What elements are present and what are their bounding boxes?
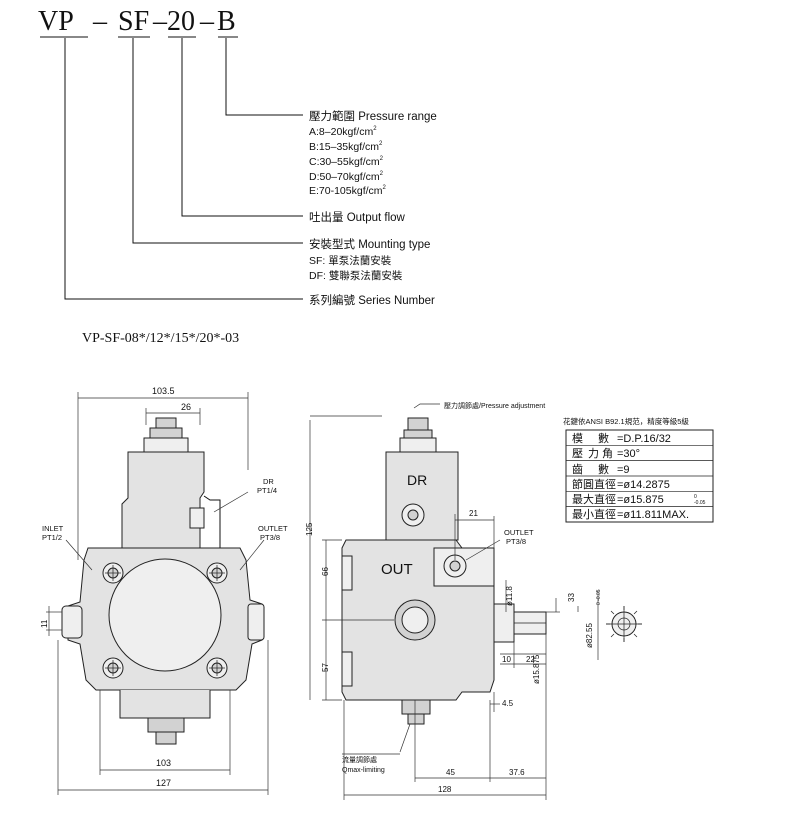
pressure-item-b-sup: 2 [379, 141, 383, 147]
mounting-item-sf: SF: 單泵法蘭安裝 [309, 254, 392, 267]
dim-82-55-tol: 0 -0.05 [596, 589, 602, 605]
dim-10: 10 [502, 655, 511, 664]
spline-row-5-c: =ø15.875 [617, 494, 664, 506]
dim-37-6: 37.6 [509, 768, 525, 777]
pressure-item-e-sup: 2 [383, 185, 387, 191]
svg-text:C:30–55kgf/cm2: C:30–55kgf/cm2 [309, 156, 384, 168]
inlet-thread: PT1/2 [42, 533, 62, 542]
outlet-thread-front: PT3/8 [260, 533, 280, 542]
dim-82-55: ø82.55 [585, 623, 594, 648]
outlet-thread-side: PT3/8 [506, 537, 526, 546]
spline-table: 花鍵依ANSI B92.1規范，精度等級5級 模 數 =D.P.16/32 壓 … [563, 416, 714, 523]
spline-max-dia-tol-bottom: -0.05 [694, 500, 706, 506]
code-flow: 20 [167, 6, 195, 37]
pressure-item-d-sup: 2 [380, 171, 384, 177]
code-prefix: VP [38, 6, 74, 37]
code-mount: SF [118, 6, 149, 37]
out-mark: OUT [381, 561, 413, 578]
dim-57: 57 [321, 663, 330, 672]
spline-row-1-a: 模 [572, 432, 583, 445]
dim-22: 22 [526, 655, 535, 664]
output-flow-title: 吐出量 Output flow [309, 210, 406, 224]
code-pressure: B [217, 6, 236, 37]
pressure-item-a: A:8–20kgf/cm [309, 126, 373, 138]
bolt-group [102, 562, 228, 679]
code-leaders [64, 38, 303, 300]
svg-text:B:15–35kgf/cm2: B:15–35kgf/cm2 [309, 141, 383, 153]
dim-128: 128 [438, 785, 452, 794]
spline-row-4-a: 節圓直徑 [572, 477, 616, 491]
spline-row-1-c: =D.P.16/32 [617, 433, 671, 445]
dim-45: 45 [446, 768, 455, 777]
spline-row-3-b: 數 [598, 463, 609, 476]
front-view: 103.5 26 DR PT1/4 11 [40, 386, 288, 795]
dim-26: 26 [181, 402, 191, 412]
dim-33: 33 [567, 593, 576, 602]
svg-text:D:50–70kgf/cm2: D:50–70kgf/cm2 [309, 171, 384, 183]
legend: 壓力範圍 Pressure range A:8–20kgf/cm2 B:15–3… [309, 109, 437, 307]
qmax-label-cn: 流量調節處 [342, 755, 377, 764]
pressure-item-a-sup: 2 [373, 126, 377, 132]
spline-max-dia-tol-top: 0 [694, 494, 697, 500]
spline-row-2-a: 壓 [572, 447, 583, 460]
dim-11-8: ø11.8 [505, 586, 514, 606]
model-code: VP – SF – 20 – B [38, 6, 236, 37]
dim-103: 103 [156, 758, 171, 768]
spline-row-2-b: 力 角 [588, 447, 613, 460]
spline-row-2-c: =30° [617, 448, 640, 460]
dr-thread: PT1/4 [257, 486, 277, 495]
dim-66: 66 [321, 567, 330, 576]
side-view: 壓力調節處/Pressure adjustment DR OUT 12 [305, 401, 602, 800]
spline-gear-icon [606, 606, 642, 642]
spline-header: 花鍵依ANSI B92.1規范，精度等級5級 [563, 416, 689, 426]
spline-row-6-a: 最小直徑 [572, 507, 616, 521]
outlet-label-front: OUTLET [258, 524, 288, 533]
code-sep-1: – [92, 6, 108, 37]
spline-row-3-c: =9 [617, 464, 630, 476]
spline-row-3-a: 齒 [572, 463, 583, 476]
pressure-item-b: B:15–35kgf/cm [309, 141, 379, 153]
pressure-range-title: 壓力範圍 Pressure range [309, 109, 437, 123]
pressure-item-c: C:30–55kgf/cm [309, 156, 380, 168]
dim-11-front: 11 [40, 619, 49, 628]
pressure-item-c-sup: 2 [380, 156, 384, 162]
dim-top-103-5: 103.5 [152, 386, 175, 396]
model-line: VP-SF-08*/12*/15*/20*-03 [82, 331, 239, 346]
dr-mark: DR [407, 472, 427, 488]
dr-label: DR [263, 477, 274, 486]
code-sep-3: – [199, 6, 215, 37]
pressure-item-e: E:70-105kgf/cm [309, 185, 383, 197]
dim-125: 125 [305, 522, 314, 536]
pressure-range-list: A:8–20kgf/cm2 B:15–35kgf/cm2 C:30–55kgf/… [309, 126, 387, 197]
spline-row-1-b: 數 [598, 432, 609, 445]
dim-15-875: ø15.875 [532, 654, 541, 684]
spline-row-5-a: 最大直徑 [572, 492, 616, 506]
inlet-label: INLET [42, 524, 64, 533]
spline-row-6-c: =ø11.811MAX. [617, 509, 689, 521]
pressure-item-d: D:50–70kgf/cm [309, 171, 380, 183]
code-sep-2: – [152, 6, 168, 37]
pressure-adjust-label: 壓力調節處/Pressure adjustment [444, 401, 545, 410]
series-number-title: 系列編號 Series Number [309, 293, 435, 307]
qmax-label-en: Qmax-limiting [342, 767, 385, 774]
svg-text:A:8–20kgf/cm2: A:8–20kgf/cm2 [309, 126, 377, 138]
dim-4-5: 4.5 [502, 699, 514, 708]
mounting-type-title: 安裝型式 Mounting type [309, 237, 430, 251]
outlet-label-side: OUTLET [504, 528, 534, 537]
svg-text:E:70-105kgf/cm2: E:70-105kgf/cm2 [309, 185, 387, 197]
dim-127: 127 [156, 778, 171, 788]
spline-row-4-c: =ø14.2875 [617, 479, 670, 491]
mounting-item-df: DF: 雙聯泵法蘭安裝 [309, 269, 403, 282]
dim-21: 21 [469, 509, 478, 518]
